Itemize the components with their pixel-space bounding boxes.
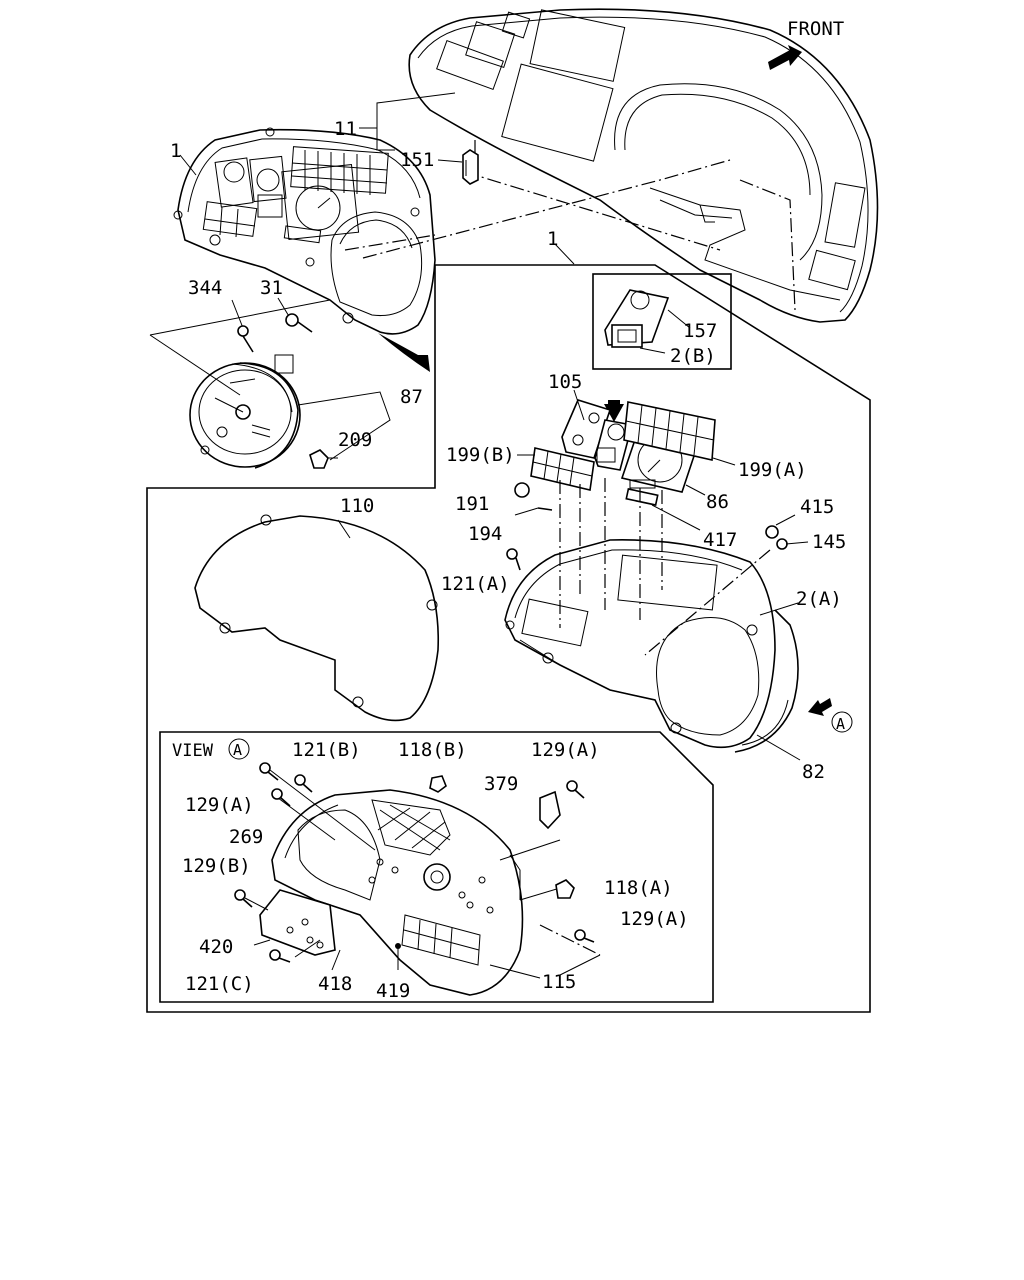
tachometer-87	[189, 354, 301, 469]
callout-415: 415	[800, 496, 834, 518]
bolt-344	[237, 325, 254, 353]
callout-110: 110	[340, 495, 374, 517]
bulb-191	[514, 482, 530, 498]
nut-118b	[429, 775, 447, 793]
screw-121b	[294, 774, 313, 793]
screw-121c	[269, 949, 291, 963]
screw-121a	[506, 548, 521, 571]
callout-121c: 121(C)	[185, 973, 254, 995]
callout-145: 145	[812, 531, 846, 553]
callout-209: 209	[338, 429, 372, 451]
view-arrow-icon	[378, 333, 430, 372]
indicator-strip-199a	[623, 401, 716, 461]
callout-151: 151	[400, 149, 434, 171]
callout-420: 420	[199, 936, 233, 958]
callout-121b: 121(B)	[292, 739, 361, 761]
callout-1-right: 1	[547, 228, 558, 250]
lens-417	[625, 488, 659, 506]
callout-105: 105	[548, 371, 582, 393]
screw-129a-right	[574, 929, 595, 943]
screw-269	[271, 788, 291, 807]
bulb-145	[776, 538, 788, 550]
front-label: FRONT	[787, 18, 844, 40]
indicator-strip-199b	[530, 447, 595, 491]
screw-129a-left	[259, 762, 279, 781]
callout-418: 418	[318, 973, 352, 995]
callout-82: 82	[802, 761, 825, 783]
nut-118a	[555, 879, 575, 899]
callout-86: 86	[706, 491, 729, 513]
callout-2a: 2(A)	[796, 588, 842, 610]
view-a-marker-letter: A	[836, 715, 845, 733]
callout-11: 11	[334, 118, 357, 140]
lens-cover-82	[734, 609, 799, 753]
screw-129a-top	[566, 780, 585, 799]
bulb-415	[765, 525, 779, 539]
callout-419: 419	[376, 980, 410, 1002]
callout-199a: 199(A)	[738, 459, 807, 481]
view-a-box	[159, 731, 714, 1003]
callout-269: 269	[229, 826, 263, 848]
view-a-arrow-icon	[808, 698, 832, 716]
callout-194: 194	[468, 523, 502, 545]
circuit-plate-418	[259, 889, 336, 956]
clear-lens-110	[194, 514, 440, 722]
meter-assembly-front	[173, 127, 436, 335]
callout-199b: 199(B)	[446, 444, 515, 466]
callout-31: 31	[260, 277, 283, 299]
bracket-379	[539, 790, 561, 830]
callout-115: 115	[542, 971, 576, 993]
callout-2b: 2(B)	[670, 345, 716, 367]
callout-191: 191	[455, 493, 489, 515]
pointer-arrow-icon	[604, 400, 624, 422]
view-a-title: VIEW	[172, 741, 214, 761]
callout-129a-left: 129(A)	[185, 794, 254, 816]
callout-379: 379	[484, 773, 518, 795]
callout-87: 87	[400, 386, 423, 408]
bulb-209	[309, 449, 338, 469]
callout-157: 157	[683, 320, 717, 342]
view-title-marker-icon	[228, 738, 250, 760]
callout-129a-top: 129(A)	[531, 739, 600, 761]
dashboard-panel	[408, 8, 879, 323]
callout-129a-right: 129(A)	[620, 908, 689, 930]
callout-129b: 129(B)	[182, 855, 251, 877]
gauge-105	[561, 399, 633, 471]
callout-118b: 118(B)	[398, 739, 467, 761]
view-a-marker-icon	[831, 711, 853, 733]
view-title-marker-letter: A	[233, 741, 242, 759]
screw-194	[514, 507, 553, 516]
screw-129b	[234, 889, 253, 908]
right-frame	[146, 264, 871, 1013]
clip-151	[462, 149, 479, 185]
front-arrow-icon	[768, 45, 802, 70]
callout-344: 344	[188, 277, 222, 299]
warning-meter-box	[592, 273, 732, 370]
clip-419	[395, 943, 401, 949]
cluster-housing-2a	[504, 539, 776, 749]
callout-417: 417	[703, 529, 737, 551]
meter-rear-view	[271, 789, 524, 996]
callout-121a: 121(A)	[441, 573, 510, 595]
callout-1-left: 1	[170, 140, 181, 162]
callout-118a: 118(A)	[604, 877, 673, 899]
screw-31	[285, 313, 313, 333]
